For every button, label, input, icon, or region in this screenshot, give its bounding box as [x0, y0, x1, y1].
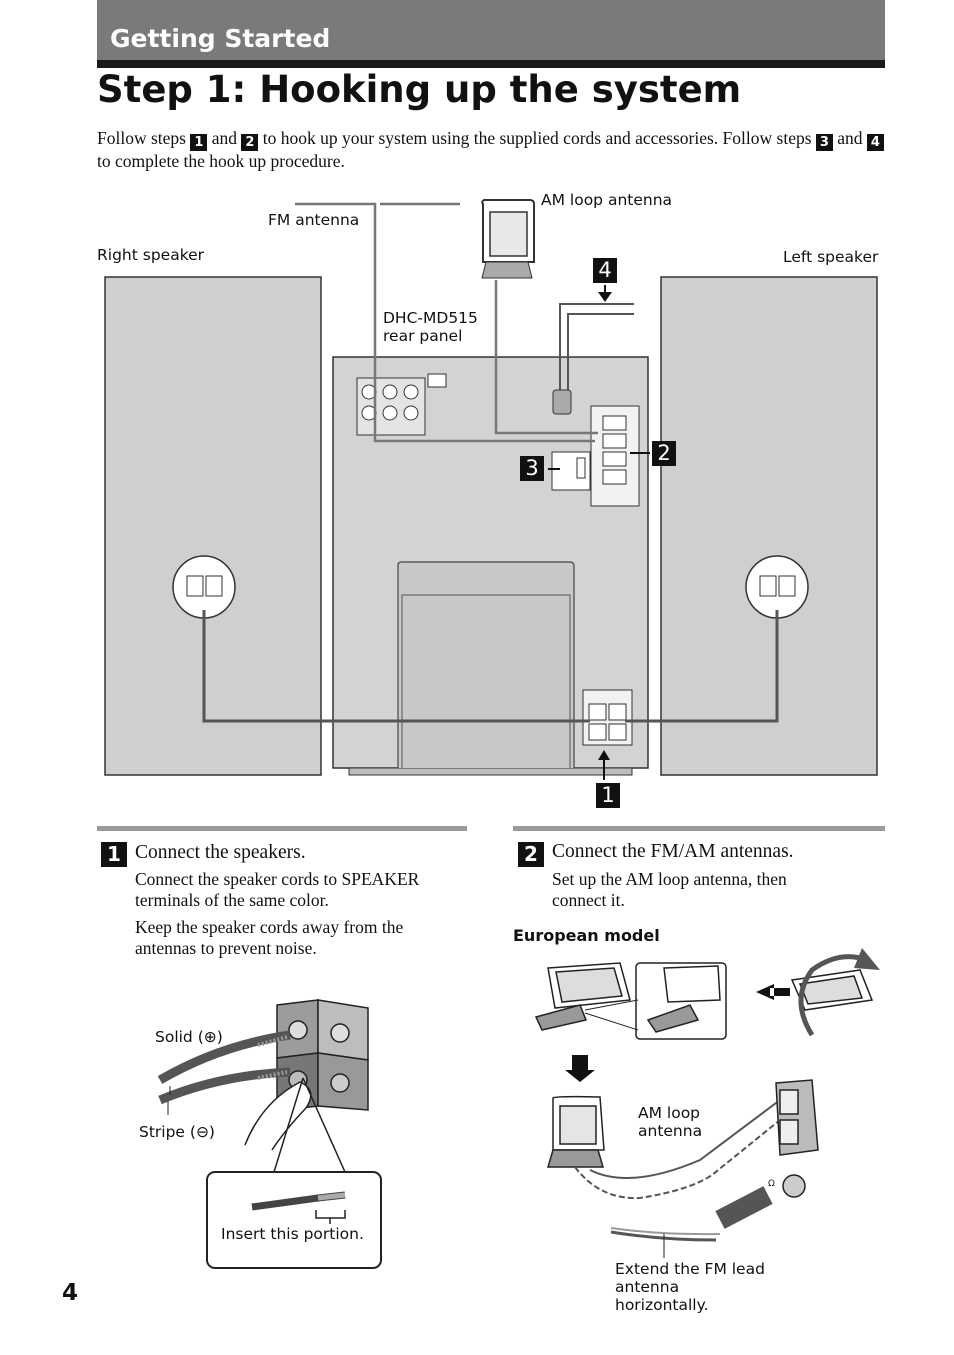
step-marker-1: 1 [190, 134, 208, 151]
left-arrow-icon [756, 984, 790, 1000]
am-loop-label-line: AM loop [638, 1104, 701, 1122]
step1-text: antennas to prevent noise. [135, 938, 317, 958]
header-bar [97, 0, 885, 62]
step1-text: Connect the speaker cords to SPEAKER [135, 869, 420, 889]
main-unit-recess [397, 561, 575, 768]
left-speaker-box [660, 276, 878, 776]
am-loop-antenna-label: AM loop antenna [541, 191, 673, 209]
step-marker-2: 2 [241, 134, 259, 151]
svg-text:Ω: Ω [768, 1179, 775, 1189]
extend-label-line: antenna [615, 1278, 680, 1296]
stripe-label: Stripe (⊖) [139, 1123, 215, 1141]
step2-number: 2 [518, 842, 544, 867]
rear-panel-label-line: DHC-MD515 [383, 309, 478, 327]
callout-4: 4 [593, 258, 617, 283]
intro-text: and [207, 128, 242, 148]
step1-number: 1 [101, 842, 127, 867]
step1-rule [97, 826, 467, 831]
fm-antenna-lead [295, 202, 595, 443]
step1-text: terminals of the same color. [135, 890, 329, 910]
extend-fm-lead-label: Extend the FM lead antenna horizontally. [615, 1260, 765, 1314]
right-speaker-label: Right speaker [97, 246, 205, 264]
page-title: Step 1: Hooking up the system [97, 68, 742, 111]
intro-text: Follow steps [97, 128, 191, 148]
rear-panel-label-line: rear panel [383, 327, 463, 345]
callout-1: 1 [596, 783, 620, 808]
step2-rule [513, 826, 885, 831]
page-number: 4 [62, 1280, 79, 1306]
solid-label: Solid (⊕) [155, 1028, 223, 1046]
ac-power-cord [559, 303, 634, 392]
intro-text: and [832, 128, 867, 148]
step-marker-3: 3 [815, 134, 833, 151]
section-title: Getting Started [110, 24, 331, 53]
step2-body: Set up the AM loop antenna, then connect… [552, 869, 882, 911]
left-speaker-label: Left speaker [783, 248, 879, 266]
intro-paragraph: Follow steps 1 and 2 to hook up your sys… [97, 128, 887, 172]
step2-text: connect it. [552, 890, 625, 910]
am-loop-label-line: antenna [638, 1122, 703, 1140]
callout-2: 2 [652, 441, 676, 466]
header-rule [97, 60, 885, 68]
intro-text: to complete the hook up procedure. [97, 151, 345, 171]
insert-portion-label: Insert this portion. [221, 1225, 364, 1243]
right-speaker-box [104, 276, 322, 776]
step1-title: Connect the speakers. [135, 842, 306, 863]
am-loop-antenna-label-small: AM loop antenna [638, 1104, 702, 1140]
extend-label-line: horizontally. [615, 1296, 709, 1314]
down-arrow-icon [565, 1055, 595, 1082]
european-model-label: European model [513, 926, 660, 945]
step1-body: Connect the speaker cords to SPEAKER ter… [135, 869, 465, 959]
step-marker-4: 4 [866, 134, 884, 151]
intro-text: to hook up your system using the supplie… [258, 128, 816, 148]
right-speaker-cord [202, 610, 590, 723]
step1-text: Keep the speaker cords away from the [135, 917, 404, 937]
rear-panel-label: DHC-MD515 rear panel [383, 309, 478, 345]
step2-text: Set up the AM loop antenna, then [552, 869, 787, 889]
extend-label-line: Extend the FM lead [615, 1260, 765, 1278]
step2-title: Connect the FM/AM antennas. [552, 841, 794, 862]
left-speaker-cord [625, 610, 779, 723]
callout-3: 3 [520, 456, 544, 481]
fm-antenna-label: FM antenna [268, 211, 360, 229]
